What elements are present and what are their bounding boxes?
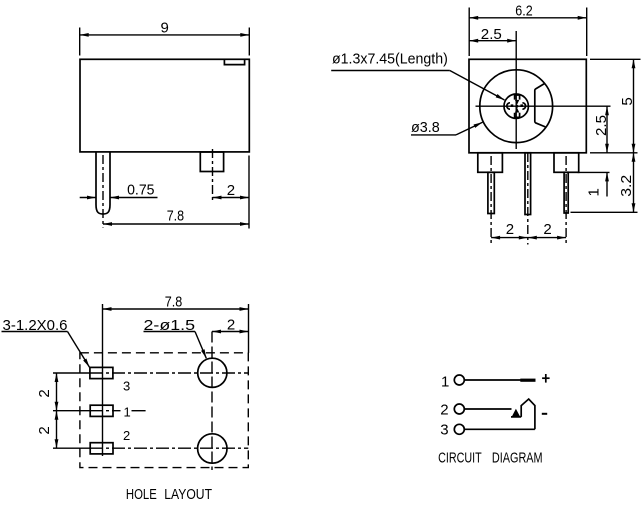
svg-text:2: 2 (227, 317, 235, 334)
svg-text:1: 1 (441, 373, 449, 390)
svg-text:2.5: 2.5 (481, 26, 502, 43)
svg-text:5: 5 (619, 97, 636, 105)
svg-text:3: 3 (440, 422, 448, 439)
svg-text:CIRCUIT: CIRCUIT (438, 449, 482, 466)
svg-text:2: 2 (506, 221, 514, 238)
svg-text:2-ø1.5: 2-ø1.5 (144, 317, 196, 334)
svg-text:2: 2 (227, 182, 235, 199)
svg-text:DIAGRAM: DIAGRAM (492, 449, 543, 466)
svg-text:2: 2 (36, 389, 53, 397)
svg-text:2: 2 (440, 401, 448, 418)
svg-text:2: 2 (543, 221, 551, 238)
svg-text:2: 2 (36, 426, 53, 434)
svg-text:7.8: 7.8 (165, 294, 183, 311)
svg-text:1: 1 (124, 405, 131, 420)
svg-text:ø1.3x7.45(Length): ø1.3x7.45(Length) (332, 51, 448, 68)
svg-text:ø3.8: ø3.8 (411, 119, 440, 136)
svg-text:6.2: 6.2 (515, 2, 532, 19)
svg-text:1: 1 (586, 188, 603, 196)
svg-text:7.8: 7.8 (167, 208, 184, 225)
svg-text:3-1.2X0.6: 3-1.2X0.6 (3, 317, 68, 334)
svg-text:3.2: 3.2 (618, 175, 635, 197)
svg-text:2: 2 (123, 428, 130, 443)
svg-text:9: 9 (161, 20, 169, 37)
svg-text:0.75: 0.75 (127, 181, 154, 198)
svg-text:LAYOUT: LAYOUT (164, 486, 212, 503)
svg-text:2.5: 2.5 (593, 115, 610, 136)
svg-text:HOLE: HOLE (126, 486, 157, 503)
svg-text:3: 3 (123, 379, 130, 394)
